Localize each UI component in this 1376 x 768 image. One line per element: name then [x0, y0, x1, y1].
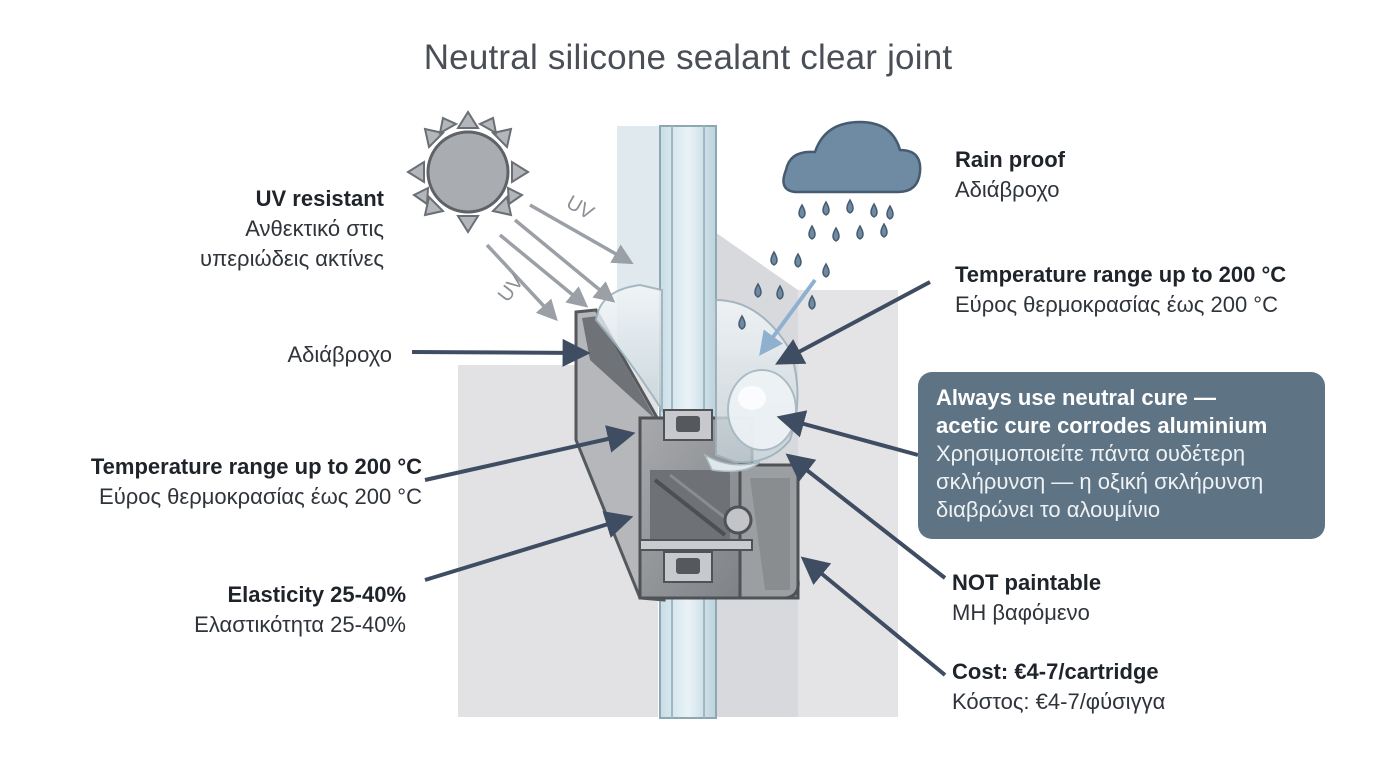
label-en: UV resistant	[255, 186, 384, 211]
label-gr: Αδιάβροχο	[287, 342, 392, 367]
callout-en: acetic cure corrodes aluminium	[936, 413, 1268, 438]
label-en: Rain proof	[955, 147, 1065, 172]
label-gr: Ανθεκτικό στις	[245, 216, 384, 241]
label-gr: υπεριώδεις ακτίνες	[200, 246, 384, 271]
label-en: Temperature range up to 200 °C	[955, 262, 1287, 287]
diagram-title: Neutral silicone sealant clear joint	[423, 38, 953, 77]
callout-gr: Χρησιμοποιείτε πάντα ουδέτερη	[936, 441, 1246, 466]
callout-arrows	[411, 280, 947, 677]
label-uv-resistant: UV resistant Ανθεκτικό στις υπεριώδεις α…	[200, 184, 384, 274]
callout-gr: σκλήρυνση — η οξική σκλήρυνση	[936, 469, 1264, 494]
label-temperature-left: Temperature range up to 200 °C Εύρος θερ…	[91, 452, 422, 512]
neutral-cure-callout: Always use neutral cure — acetic cure co…	[918, 372, 1325, 539]
label-gr: ΜΗ βαφόμενο	[952, 600, 1090, 625]
label-gr: Αδιάβροχο	[955, 177, 1060, 202]
callout-en: Always use neutral cure —	[936, 385, 1216, 410]
label-en: Cost: €4-7/cartridge	[952, 659, 1159, 684]
rain-cloud-icon	[738, 120, 922, 356]
label-temperature-right: Temperature range up to 200 °C Εύρος θερ…	[955, 260, 1286, 320]
label-elasticity: Elasticity 25-40% Ελαστικότητα 25-40%	[194, 580, 406, 640]
sun-icon	[406, 110, 530, 234]
label-rain-proof: Rain proof Αδιάβροχο	[955, 145, 1065, 205]
label-en: NOT paintable	[952, 570, 1102, 595]
label-gr: Ελαστικότητα 25-40%	[194, 612, 406, 637]
callout-gr: διαβρώνει το αλουμίνιο	[936, 497, 1161, 522]
label-en: Temperature range up to 200 °C	[90, 454, 422, 479]
label-not-paintable: NOT paintable ΜΗ βαφόμενο	[952, 568, 1101, 628]
uv-mark: UV	[494, 270, 529, 306]
label-en: Elasticity 25-40%	[227, 582, 406, 607]
label-cost: Cost: €4-7/cartridge Κόστος: €4-7/φύσιγγ…	[952, 657, 1165, 717]
label-gr: Κόστος: €4-7/φύσιγγα	[952, 689, 1166, 714]
label-waterproof-left: Αδιάβροχο	[287, 340, 392, 370]
label-gr: Εύρος θερμοκρασίας έως 200 °C	[955, 292, 1278, 317]
label-gr: Εύρος θερμοκρασίας έως 200 °C	[99, 484, 422, 509]
uv-mark: UV	[562, 191, 598, 224]
aluminium-profile	[574, 308, 800, 602]
